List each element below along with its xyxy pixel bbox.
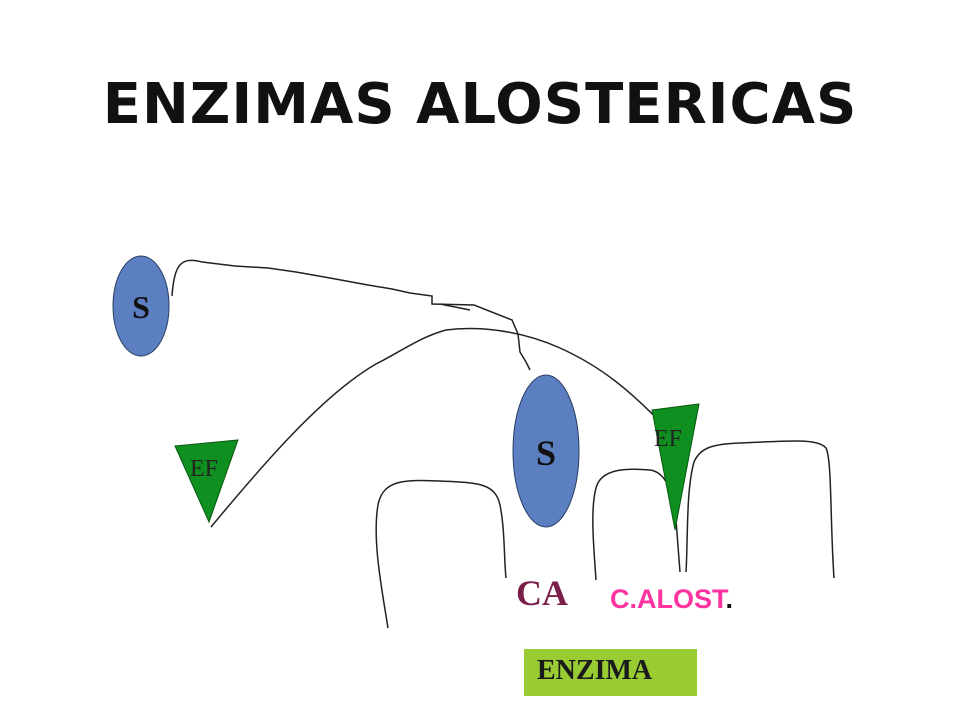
substrate-free-ellipse (112, 255, 170, 357)
effector-free-label: EF (190, 456, 218, 482)
enzyme-outline-mid (592, 468, 681, 581)
effector-arrow-line (210, 327, 667, 528)
enzyme-outline-left (375, 479, 507, 629)
enzyme-label-box (524, 649, 697, 696)
enzyme-label: ENZIMA (537, 655, 653, 686)
effector-arrow-tail (439, 303, 471, 311)
allosteric-center-suffix: . (725, 584, 734, 614)
allosteric-center-text: C.ALOST (610, 584, 726, 614)
effector-bound-label: EF (654, 426, 682, 452)
effector-free-triangle (174, 439, 239, 524)
substrate-arrow-line (171, 259, 531, 371)
slide-title: ENZIMAS ALOSTERICAS (102, 72, 858, 137)
substrate-bound-ellipse (512, 374, 580, 528)
active-center-label: CA (516, 573, 568, 613)
allosteric-center-label: C.ALOST. (610, 584, 733, 615)
effector-bound-triangle (651, 403, 700, 531)
substrate-bound-label: S (536, 433, 556, 473)
enzyme-outline-right (685, 440, 835, 579)
substrate-free-label: S (132, 289, 150, 325)
